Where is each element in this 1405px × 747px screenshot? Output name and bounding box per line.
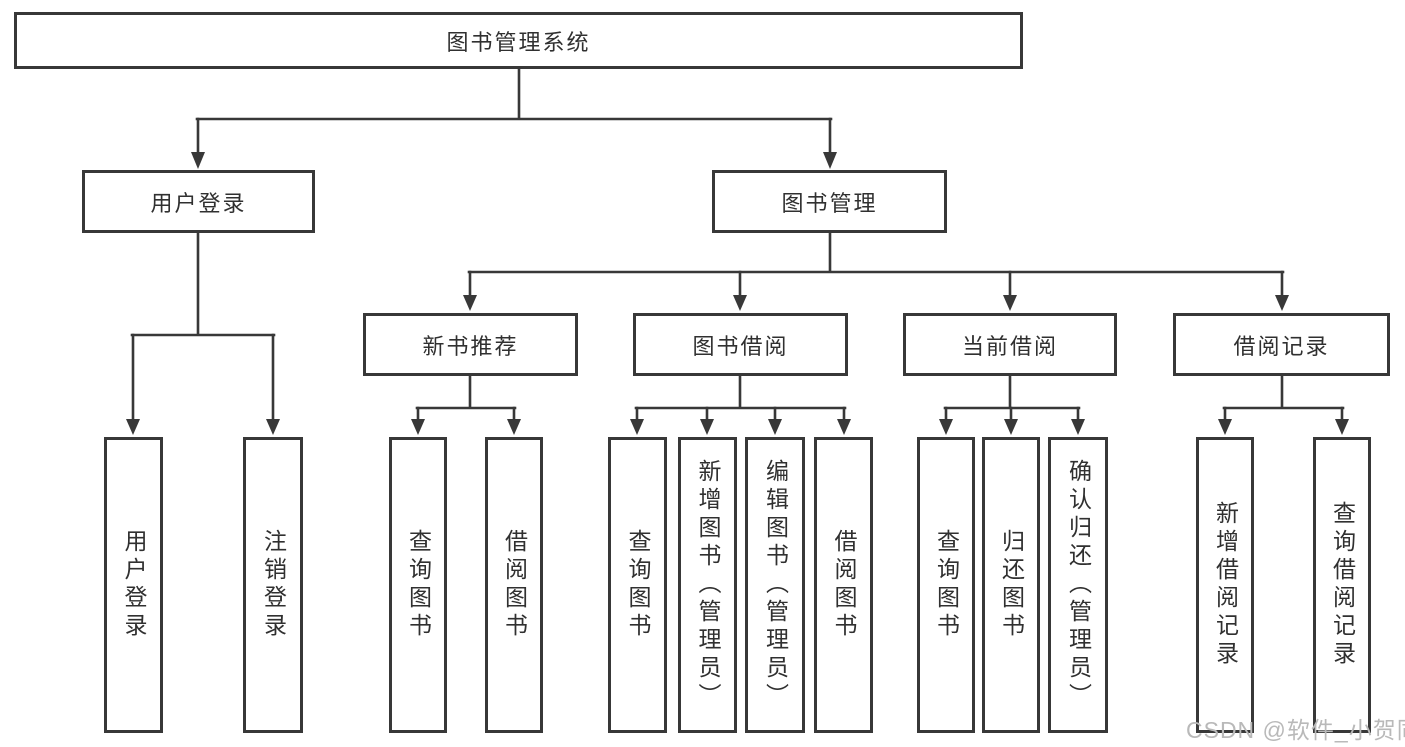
leaf-query-borrow-record: 查询借阅记录 xyxy=(1313,437,1371,733)
leaf-borrow-books-1: 借阅图书 xyxy=(485,437,543,733)
leaf-borrow-books-2: 借阅图书 xyxy=(814,437,873,733)
arrow-icon xyxy=(191,152,205,169)
node-label: 查询图书 xyxy=(625,529,651,641)
arrow-icon xyxy=(1218,419,1232,435)
leaf-edit-books-admin: 编辑图书（管理员） xyxy=(745,437,805,733)
arrow-icon xyxy=(733,295,747,311)
connector-shafts xyxy=(131,117,1344,421)
node-book-management: 图书管理 xyxy=(712,170,947,233)
node-book-borrowing: 图书借阅 xyxy=(633,313,848,376)
arrow-icon xyxy=(507,419,521,435)
node-label: 查询图书 xyxy=(405,529,432,641)
csdn-watermark: CSDN @软件_小贺同学 xyxy=(1186,717,1405,743)
node-label: 新书推荐 xyxy=(422,333,519,359)
leaf-add-borrow-record: 新增借阅记录 xyxy=(1196,437,1254,733)
node-root-system: 图书管理系统 xyxy=(14,12,1023,69)
arrow-icon xyxy=(939,419,953,435)
node-label: 注销登录 xyxy=(260,529,287,641)
leaf-confirm-return-admin: 确认归还（管理员） xyxy=(1048,437,1108,733)
arrow-icon xyxy=(463,295,477,311)
node-label: 图书管理系统 xyxy=(446,29,591,55)
arrow-icon xyxy=(1275,295,1289,311)
node-label: 当前借阅 xyxy=(961,333,1058,359)
node-label: 新增借阅记录 xyxy=(1212,501,1239,669)
node-label: 归还图书 xyxy=(998,529,1025,641)
node-label: 确认归还（管理员） xyxy=(1065,459,1092,711)
node-borrowing-records: 借阅记录 xyxy=(1173,313,1390,376)
node-label: 借阅图书 xyxy=(501,529,528,641)
arrow-icon xyxy=(411,419,425,435)
arrow-icon xyxy=(1071,419,1085,435)
node-user-login: 用户登录 xyxy=(82,170,315,233)
leaf-query-books-3: 查询图书 xyxy=(917,437,975,733)
leaf-query-books-1: 查询图书 xyxy=(389,437,447,733)
arrowheads xyxy=(126,152,1349,435)
arrow-icon xyxy=(1335,419,1349,435)
arrow-icon xyxy=(700,419,714,435)
arrow-icon xyxy=(768,419,782,435)
node-label: 新增图书（管理员） xyxy=(695,459,721,711)
connector-trunks xyxy=(130,66,1345,410)
arrow-icon xyxy=(630,419,644,435)
node-new-book-recommend: 新书推荐 xyxy=(363,313,578,376)
node-label: 查询借阅记录 xyxy=(1329,501,1356,669)
node-label: 用户登录 xyxy=(121,529,147,641)
arrow-icon xyxy=(837,419,851,435)
node-label: 借阅图书 xyxy=(831,529,857,641)
node-label: 编辑图书（管理员） xyxy=(762,459,789,711)
arrow-icon xyxy=(1003,295,1017,311)
node-current-borrowing: 当前借阅 xyxy=(903,313,1117,376)
leaf-add-books-admin: 新增图书（管理员） xyxy=(678,437,737,733)
connector-lines xyxy=(130,66,1345,421)
arrow-icon xyxy=(1004,419,1018,435)
arrow-icon xyxy=(266,419,280,435)
leaf-query-books-2: 查询图书 xyxy=(608,437,667,733)
node-label: 借阅记录 xyxy=(1233,333,1330,359)
arrow-icon xyxy=(126,419,140,435)
node-label: 查询图书 xyxy=(933,529,960,641)
node-label: 图书管理 xyxy=(781,190,878,216)
leaf-user-login: 用户登录 xyxy=(104,437,163,733)
leaf-logout: 注销登录 xyxy=(243,437,303,733)
arrow-icon xyxy=(823,152,837,169)
leaf-return-books: 归还图书 xyxy=(982,437,1040,733)
node-label: 图书借阅 xyxy=(692,333,789,359)
node-label: 用户登录 xyxy=(150,190,247,216)
